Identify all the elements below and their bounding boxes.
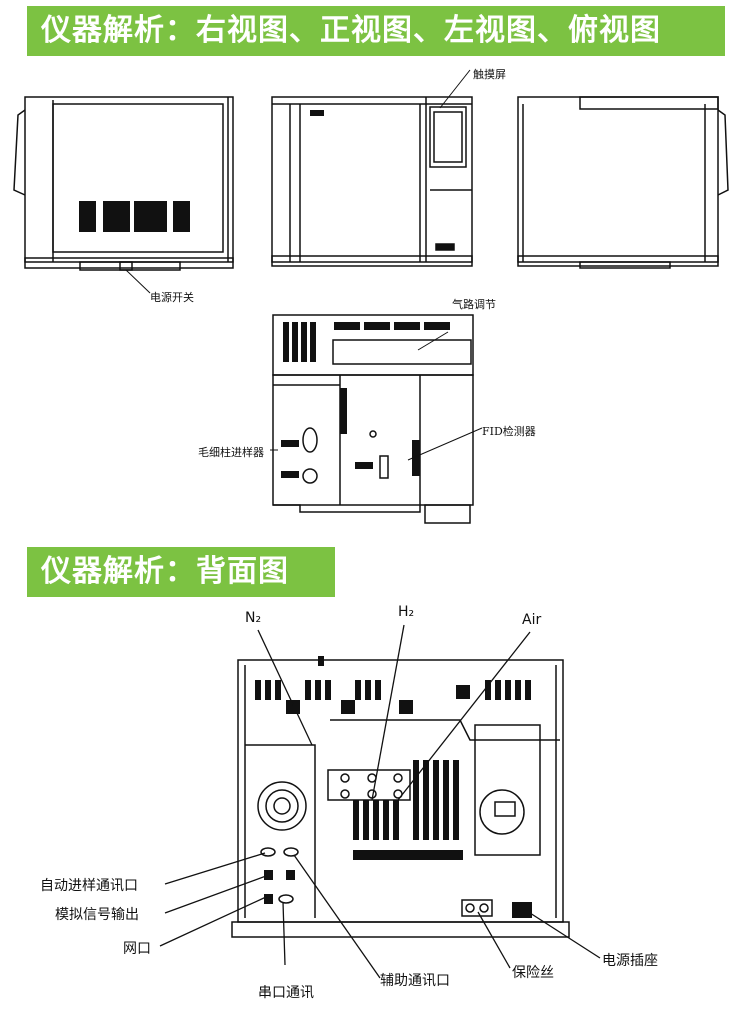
power-switch-label: 电源开关 bbox=[150, 291, 194, 304]
top-view-drawing bbox=[270, 314, 483, 524]
n2-label: N₂ bbox=[245, 610, 262, 626]
auto-sampler-port-label: 自动进样通讯口 bbox=[40, 878, 138, 894]
fuse-label: 保险丝 bbox=[512, 965, 554, 981]
aux-port-label: 辅助通讯口 bbox=[380, 973, 450, 989]
gas-regulation-label: 气路调节 bbox=[452, 298, 496, 311]
capillary-injector-label: 毛细柱进样器 bbox=[198, 446, 264, 459]
power-socket-label: 电源插座 bbox=[602, 953, 658, 969]
right-view-drawing bbox=[13, 96, 234, 294]
touchscreen-label: 触摸屏 bbox=[473, 68, 506, 81]
serial-port-label: 串口通讯 bbox=[258, 985, 314, 1001]
h2-label: H₂ bbox=[398, 604, 415, 620]
fid-detector-label: FID检测器 bbox=[482, 425, 536, 438]
network-port-label: 网口 bbox=[123, 941, 151, 957]
back-view-banner: 仪器解析：背面图 bbox=[27, 547, 335, 597]
left-view-drawing bbox=[517, 96, 729, 269]
analog-output-label: 模拟信号输出 bbox=[55, 907, 139, 923]
back-view-drawing bbox=[159, 624, 601, 979]
front-view-drawing bbox=[271, 69, 473, 267]
views-banner: 仪器解析：右视图、正视图、左视图、俯视图 bbox=[27, 6, 725, 56]
air-label: Air bbox=[522, 612, 542, 628]
